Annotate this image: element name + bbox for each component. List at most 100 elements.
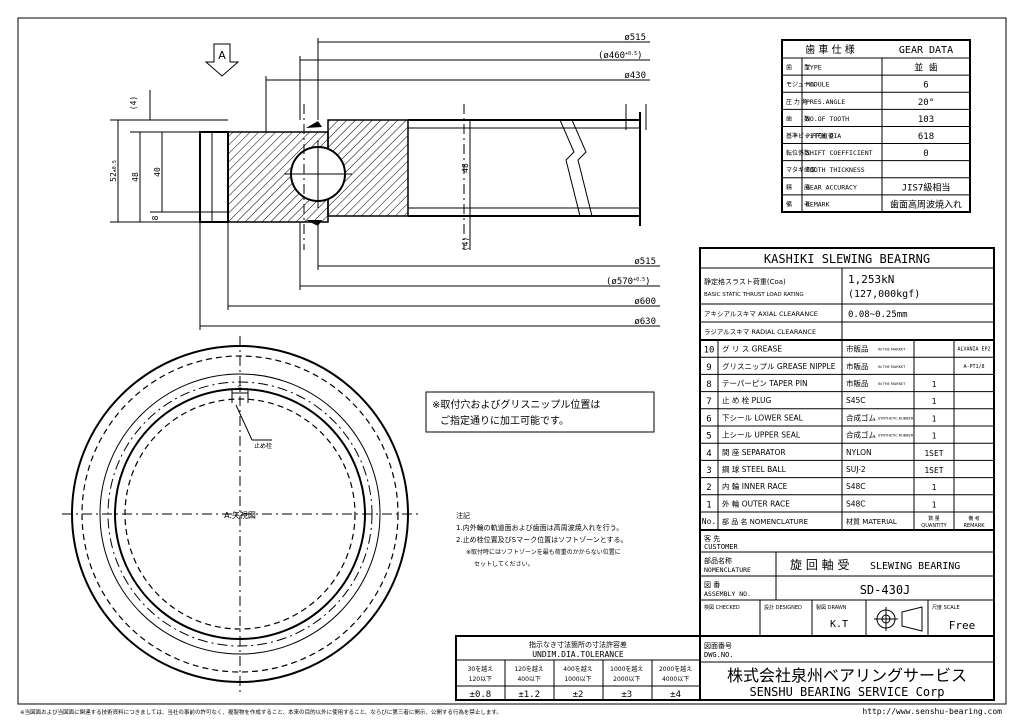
tolerance-range-from: 2000を越え bbox=[659, 665, 692, 673]
tolerance-range-to: 120以下 bbox=[469, 676, 492, 683]
dim-h4-bot: (4) bbox=[461, 237, 470, 251]
note-1: 1.内外輪の軌道面および歯面は高周波焼入れを行う。 bbox=[456, 523, 623, 532]
nomenclature-value-jp: 旋 回 軸 受 bbox=[790, 558, 849, 572]
dim-d570-tol: +0.5 bbox=[633, 277, 645, 283]
note-2: 2.止め栓位置及びSマーク位置はソフトゾーンとする。 bbox=[456, 535, 628, 544]
tolerance-range-from: 400を越え bbox=[563, 665, 592, 673]
part-material: 市販品 bbox=[846, 378, 869, 388]
tolerance-range-from: 30を越え bbox=[468, 665, 494, 673]
part-quantity: 1 bbox=[932, 483, 937, 492]
checked-label: 検図 CHECKED bbox=[704, 604, 740, 611]
thrust-load-jp: 静定格スラスト荷重(Coa) bbox=[704, 277, 786, 286]
part-material: 合成ゴム bbox=[846, 412, 876, 422]
part-material-note: IN THE MARKET bbox=[878, 365, 906, 369]
part-no: 10 bbox=[704, 346, 715, 356]
tolerance-range-to: 400以下 bbox=[517, 676, 540, 683]
part-name: 外 輪 OUTER RACE bbox=[722, 498, 790, 508]
dim-h48-left: 48 bbox=[131, 172, 140, 182]
part-material: S45C bbox=[846, 396, 866, 405]
customer-jp: 客 先 bbox=[704, 534, 720, 543]
part-no: 6 bbox=[706, 414, 711, 424]
tolerance-range-to: 1000以下 bbox=[564, 676, 591, 683]
gear-row-en: NO.OF TOOTH bbox=[806, 115, 849, 123]
notes-heading: 注記 bbox=[456, 511, 470, 520]
dim-h4-top: (4) bbox=[129, 96, 138, 110]
gear-row-jp: 備 考 bbox=[786, 200, 810, 208]
parts-header-remark-jp: 備 考 bbox=[968, 515, 980, 522]
axial-clearance-value: 0.08~0.25mm bbox=[848, 310, 908, 320]
designed-label: 設計 DESIGNED bbox=[764, 604, 802, 611]
dim-d570-end: ) bbox=[645, 277, 650, 287]
thrust-load-value-kgf: (127,000kgf) bbox=[848, 289, 920, 300]
dim-d630: ø630 bbox=[634, 317, 656, 327]
part-no: 1 bbox=[706, 500, 711, 510]
tolerance-table: 指示なき寸法箇所の寸法許容差 UNDIM.DIA.TOLERANCE 30を越え… bbox=[455, 635, 701, 701]
tolerance-range-to: 2000以下 bbox=[613, 676, 640, 683]
dim-d515-top: ø515 bbox=[624, 33, 646, 43]
part-material: NYLON bbox=[846, 448, 872, 457]
gear-data-title-jp: 歯 車 仕 様 bbox=[805, 43, 855, 56]
gear-data-title-en: GEAR DATA bbox=[899, 45, 953, 56]
part-remark: ALVANIA EP2 bbox=[957, 347, 990, 353]
assembly-no-jp: 図 番 bbox=[704, 581, 720, 589]
footer-notice: ※当図面および当図面に関連する技術資料につきましては、当社の事前の許可なく、複製… bbox=[20, 708, 502, 716]
part-material: SUJ-2 bbox=[846, 465, 866, 474]
part-name: 上シール UPPER SEAL bbox=[722, 431, 801, 440]
note-box-line1: ※取付穴およびグリスニップル位置は bbox=[432, 398, 600, 411]
gear-row-value: 並 歯 bbox=[914, 62, 937, 74]
dim-d515-bot: ø515 bbox=[634, 257, 656, 267]
svg-text:(ø460+0.5): (ø460+0.5) bbox=[598, 51, 643, 61]
tolerance-range-from: 120を越え bbox=[514, 665, 543, 673]
drawn-by-value: K.T bbox=[830, 619, 848, 630]
parts-header-no: No. bbox=[702, 517, 716, 526]
tolerance-range-to: 4000以下 bbox=[662, 676, 689, 683]
part-quantity: 1 bbox=[932, 397, 937, 406]
part-no: 7 bbox=[706, 397, 711, 407]
svg-text:(ø570+0.5): (ø570+0.5) bbox=[606, 277, 651, 287]
nomenclature-value-en: SLEWING BEARING bbox=[870, 561, 960, 572]
gear-row-en: PITCH DIA bbox=[806, 132, 841, 140]
tolerance-value: ±1.2 bbox=[518, 690, 540, 700]
plug-label: 止め栓 bbox=[254, 442, 272, 450]
part-name: グ リ ス GREASE bbox=[722, 344, 782, 354]
part-no: 3 bbox=[706, 466, 711, 476]
gear-row-jp: 歯 型 bbox=[786, 64, 810, 72]
thrust-load-en: BASIC STATIC THRUST LOAD RATING bbox=[704, 292, 804, 298]
part-quantity: 1SET bbox=[924, 466, 943, 475]
view-a-label: A.矢視図 bbox=[224, 510, 256, 520]
diameter-dimensions: ø515 (ø460+0.5) ø430 ø515 (ø570+0.5) ø60… bbox=[199, 33, 660, 330]
part-name: テーパーピン TAPER PIN bbox=[722, 379, 808, 388]
dim-h52: 52 bbox=[109, 172, 118, 182]
tolerance-value: ±4 bbox=[670, 690, 681, 700]
dim-d460: (ø460 bbox=[598, 51, 625, 61]
nomenclature-en: NOMENCLATURE bbox=[704, 566, 751, 574]
part-quantity: 1 bbox=[932, 432, 937, 441]
note-box: ※取付穴およびグリスニップル位置は ご指定通りに加工可能です。 bbox=[425, 391, 655, 433]
gear-row-value: 6 bbox=[923, 81, 928, 91]
thrust-load-value-kn: 1,253kN bbox=[848, 273, 894, 286]
tolerance-title-en: UNDIM.DIA.TOLERANCE bbox=[532, 650, 624, 659]
part-no: 4 bbox=[706, 449, 711, 459]
part-material-note: SYNTHETIC RUBBER bbox=[878, 434, 914, 438]
svg-text:52±0.5: 52±0.5 bbox=[109, 160, 118, 182]
upper-seal-mark bbox=[306, 121, 322, 128]
scale-label: 尺度 SCALE bbox=[932, 604, 960, 611]
tolerance-value: ±0.8 bbox=[470, 690, 492, 700]
height-dimensions: 52±0.5 48 40 8 (4) 48 (4) bbox=[109, 90, 471, 251]
dim-d570: (ø570 bbox=[606, 277, 633, 287]
dim-h52-tol: ±0.5 bbox=[112, 160, 118, 172]
title-block: 客 先 CUSTOMER 部品名称 NOMENCLATURE 旋 回 軸 受 S… bbox=[699, 529, 995, 637]
gear-row-value: 0 bbox=[923, 149, 928, 159]
part-material-note: IN THE MARKET bbox=[878, 348, 906, 352]
dwg-no-en: DWG.NO. bbox=[704, 651, 734, 659]
parts-header-remark-en: REMARK bbox=[963, 523, 985, 529]
gear-row-value: 20° bbox=[918, 98, 934, 108]
spec-title: KASHIKI SLEWING BEAIRNG bbox=[764, 252, 930, 266]
customer-en: CUSTOMER bbox=[704, 543, 739, 551]
gear-row-value: JIS7級相当 bbox=[902, 181, 951, 193]
axial-clearance-label: アキシアルスキマ AXIAL CLEARANCE bbox=[704, 310, 818, 318]
assembly-no-en: ASSEMBLY NO. bbox=[704, 590, 751, 598]
parts-header-material: 材質 MATERIAL bbox=[846, 517, 897, 526]
scale-value: Free bbox=[949, 619, 976, 632]
